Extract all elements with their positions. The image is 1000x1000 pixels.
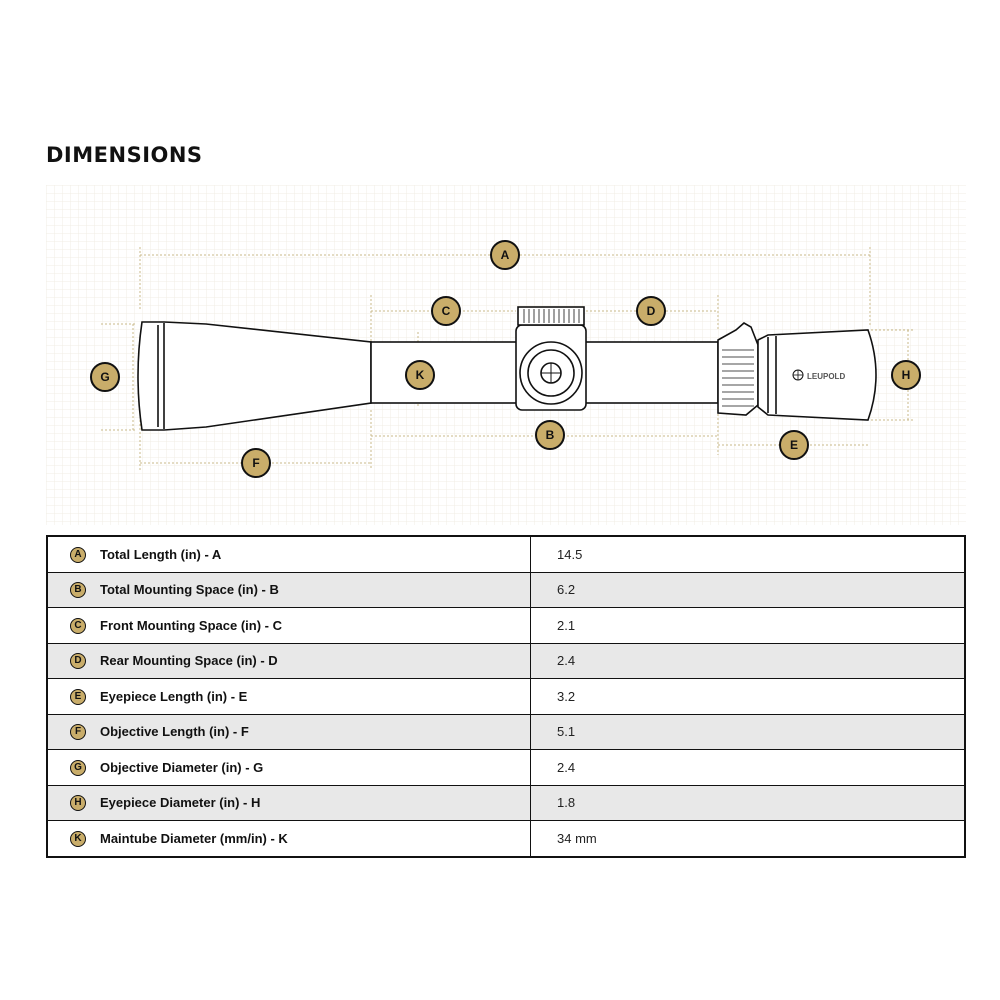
- dimension-label: Rear Mounting Space (in) - D: [100, 653, 278, 669]
- dimension-label: Objective Length (in) - F: [100, 724, 249, 740]
- table-row: A Total Length (in) - A 14.5: [46, 535, 966, 573]
- dimension-label: Total Length (in) - A: [100, 547, 222, 563]
- dimension-label-cell: K Maintube Diameter (mm/in) - K: [46, 820, 531, 857]
- callout-letter: G: [100, 370, 109, 384]
- dimension-label-cell: H Eyepiece Diameter (in) - H: [46, 784, 531, 821]
- dimension-label: Eyepiece Length (in) - E: [100, 689, 248, 705]
- dimension-label: Eyepiece Diameter (in) - H: [100, 795, 261, 811]
- dimension-value: 2.4: [530, 749, 966, 786]
- callout-d: D: [636, 296, 666, 326]
- dimension-label-cell: F Objective Length (in) - F: [46, 713, 531, 750]
- dimension-label: Front Mounting Space (in) - C: [100, 618, 282, 634]
- callout-k: K: [405, 360, 435, 390]
- dimension-value: 2.4: [530, 642, 966, 679]
- dimension-label-cell: D Rear Mounting Space (in) - D: [46, 642, 531, 679]
- letter-badge: D: [70, 653, 86, 670]
- callout-a: A: [490, 240, 520, 270]
- callout-h: H: [891, 360, 921, 390]
- callout-letter: F: [252, 456, 259, 470]
- letter-badge: K: [70, 830, 86, 847]
- letter-badge: F: [70, 724, 86, 741]
- dimension-value: 2.1: [530, 607, 966, 644]
- dimension-value: 1.8: [530, 784, 966, 821]
- table-row: C Front Mounting Space (in) - C 2.1: [46, 607, 966, 644]
- table-row: B Total Mounting Space (in) - B 6.2: [46, 571, 966, 608]
- dimension-value: 34 mm: [530, 820, 966, 857]
- letter-badge: H: [70, 795, 86, 812]
- callout-b: B: [535, 420, 565, 450]
- dimension-value: 5.1: [530, 713, 966, 750]
- callout-letter: K: [416, 368, 425, 382]
- letter-badge: E: [70, 688, 86, 705]
- callout-letter: E: [790, 438, 798, 452]
- callout-letter: C: [442, 304, 451, 318]
- dimension-label-cell: E Eyepiece Length (in) - E: [46, 678, 531, 715]
- dimension-label: Objective Diameter (in) - G: [100, 760, 264, 776]
- dimension-value: 3.2: [530, 678, 966, 715]
- table-row: G Objective Diameter (in) - G 2.4: [46, 749, 966, 786]
- table-row: D Rear Mounting Space (in) - D 2.4: [46, 642, 966, 679]
- table-row: K Maintube Diameter (mm/in) - K 34 mm: [46, 820, 966, 857]
- scope-dimension-diagram: LEUPOLD A B C D E F G H K: [46, 185, 966, 525]
- table-row: F Objective Length (in) - F 5.1: [46, 713, 966, 750]
- table-row: H Eyepiece Diameter (in) - H 1.8: [46, 784, 966, 821]
- dimension-label-cell: C Front Mounting Space (in) - C: [46, 607, 531, 644]
- letter-badge: G: [70, 759, 86, 776]
- letter-badge: C: [70, 617, 86, 634]
- letter-badge: B: [70, 582, 86, 599]
- brand-logo: LEUPOLD: [807, 372, 845, 381]
- table-row: E Eyepiece Length (in) - E 3.2: [46, 678, 966, 715]
- callout-letter: H: [902, 368, 911, 382]
- letter-badge: A: [70, 546, 86, 563]
- dimension-label-cell: A Total Length (in) - A: [46, 535, 531, 573]
- callout-letter: B: [546, 428, 555, 442]
- dimension-label: Maintube Diameter (mm/in) - K: [100, 831, 288, 847]
- dimension-label-cell: B Total Mounting Space (in) - B: [46, 571, 531, 608]
- callout-f: F: [241, 448, 271, 478]
- dimension-value: 6.2: [530, 571, 966, 608]
- callout-e: E: [779, 430, 809, 460]
- callout-letter: D: [647, 304, 656, 318]
- dimension-label-cell: G Objective Diameter (in) - G: [46, 749, 531, 786]
- dimension-label: Total Mounting Space (in) - B: [100, 582, 279, 598]
- dimension-value: 14.5: [530, 535, 966, 573]
- callout-letter: A: [501, 248, 510, 262]
- page-title: DIMENSIONS: [46, 143, 203, 167]
- callout-c: C: [431, 296, 461, 326]
- callout-g: G: [90, 362, 120, 392]
